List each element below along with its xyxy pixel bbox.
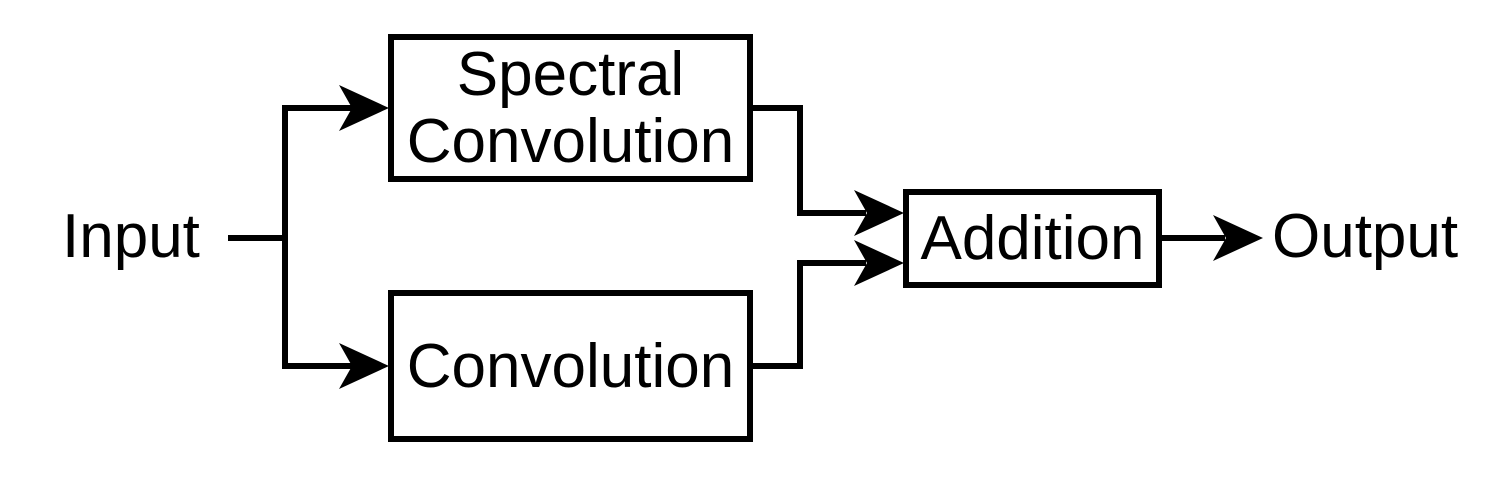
node-label-line2: Convolution — [406, 107, 735, 176]
node-label: Addition — [920, 204, 1145, 273]
arrowhead-icon — [339, 85, 389, 131]
edge-input-to-convolution — [228, 235, 352, 369]
arrowhead-icon — [339, 343, 389, 389]
edge-input-to-spectral-convolution — [228, 105, 352, 241]
node-addition: Addition — [903, 189, 1162, 288]
arrowhead-icon — [854, 240, 904, 286]
output-label: Output — [1272, 202, 1459, 271]
node-spectral-convolution: Spectral Convolution — [388, 34, 753, 182]
node-label: Spectral Convolution — [407, 41, 734, 175]
node-label: Convolution — [406, 331, 735, 401]
input-label: Input — [62, 202, 200, 271]
arrowhead-icon — [854, 190, 904, 236]
arrowhead-icon — [1213, 215, 1263, 261]
edge-convolution-to-addition — [753, 260, 866, 369]
node-label-line1: Spectral — [456, 40, 685, 109]
node-convolution: Convolution — [388, 290, 753, 442]
edge-spectral-convolution-to-addition — [753, 105, 866, 216]
